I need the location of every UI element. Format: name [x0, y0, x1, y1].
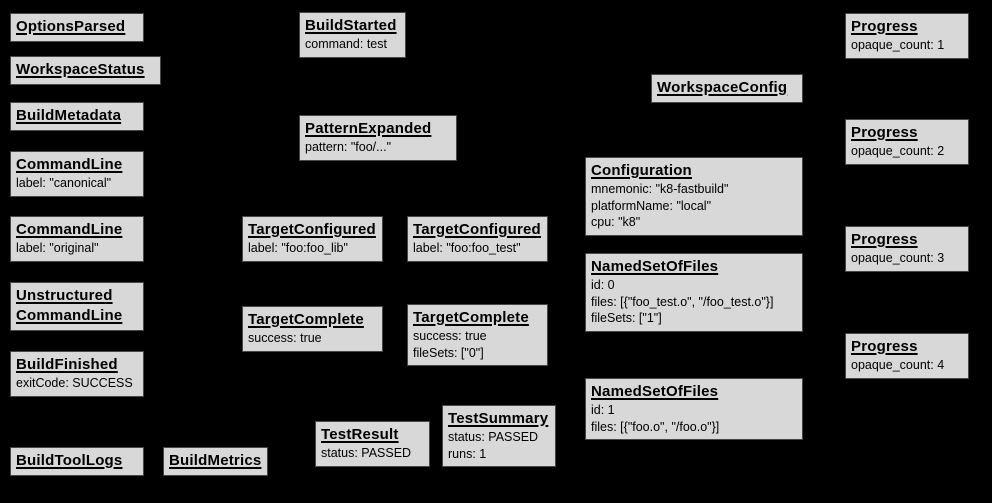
event-node-progress-24: Progress opaque_count: 4: [845, 333, 969, 379]
event-node-field: label: "foo:foo_lib": [248, 241, 348, 255]
event-node-title: BuildFinished: [16, 356, 118, 373]
event-node-title: NamedSetOfFiles: [591, 383, 719, 400]
event-node-configuration-18: Configuration mnemonic: "k8-fastbuild" pla…: [585, 157, 803, 236]
event-node-field: status: PASSED: [321, 446, 412, 460]
event-node-title: BuildStarted: [305, 17, 397, 34]
event-node-optionsparsed-0: OptionsParsed: [10, 13, 144, 42]
event-node-title: BuildMetadata: [16, 107, 122, 124]
event-node-title: BuildToolLogs: [16, 452, 123, 469]
event-node-title: Unstructured: [16, 287, 113, 304]
event-node-field: success: true: [413, 329, 487, 343]
event-node-title: Progress: [851, 338, 918, 355]
event-node-namedsetoffiles-19: NamedSetOfFiles id: 0 files: [{"foo_test.o…: [585, 253, 803, 332]
event-node-title: WorkspaceConfig: [657, 79, 788, 96]
event-node-workspacestatus-1: WorkspaceStatus: [10, 56, 161, 85]
event-node-field: files: [{"foo_test.o", "/foo_test.o"}]: [591, 294, 774, 309]
event-node-title: PatternExpanded: [305, 120, 432, 137]
event-node-title: TestResult: [321, 426, 399, 443]
event-node-field: pattern: "foo/...": [305, 140, 392, 154]
event-node-field: label: "canonical": [16, 176, 112, 190]
event-node-progress-22: Progress opaque_count: 2: [845, 119, 969, 165]
event-node-field: opaque_count: 2: [851, 144, 945, 158]
event-node-field: id: 0: [591, 278, 615, 292]
event-node-progress-23: Progress opaque_count: 3: [845, 226, 969, 272]
event-node-field: runs: 1: [448, 446, 487, 461]
event-node-title: Progress: [851, 231, 918, 248]
event-node-field: label: "foo:foo_test": [413, 241, 521, 255]
event-node-field: fileSets: ["1"]: [591, 311, 662, 325]
event-node-workspaceconfig-17: WorkspaceConfig: [651, 74, 803, 103]
event-node-title: CommandLine: [16, 307, 123, 324]
event-node-field: fileSets: ["0"]: [413, 345, 484, 360]
event-node-field: opaque_count: 4: [851, 358, 945, 372]
event-node-field: files: [{"foo.o", "/foo.o"}]: [591, 419, 720, 434]
event-node-patternexpanded-10: PatternExpanded pattern: "foo/...": [299, 115, 457, 161]
event-node-buildfinished-6: BuildFinished exitCode: SUCCESS: [10, 351, 144, 397]
event-node-field: platformName: "local": [591, 198, 712, 213]
event-node-title: TargetConfigured: [248, 221, 376, 238]
event-node-title: TestSummary: [448, 410, 549, 427]
event-node-targetcomplete-14: TargetComplete success: true fileSets: ["0…: [407, 304, 548, 366]
event-node-testsummary-16: TestSummary status: PASSED runs: 1: [442, 405, 556, 467]
event-node-title: Progress: [851, 18, 918, 35]
event-node-field: success: true: [248, 331, 322, 345]
event-node-title: OptionsParsed: [16, 18, 126, 35]
event-node-buildtoollogs-7: BuildToolLogs: [10, 447, 144, 476]
event-node-progress-21: Progress opaque_count: 1: [845, 13, 969, 59]
event-node-title: NamedSetOfFiles: [591, 258, 719, 275]
event-node-field: status: PASSED: [448, 430, 539, 444]
event-node-title: WorkspaceStatus: [16, 61, 145, 78]
event-node-title: TargetConfigured: [413, 221, 541, 238]
event-node-targetconfigured-12: TargetConfigured label: "foo:foo_test": [407, 216, 548, 262]
event-node-title: BuildMetrics: [169, 452, 262, 469]
event-node-namedsetoffiles-20: NamedSetOfFiles id: 1 files: [{"foo.o", "/…: [585, 378, 803, 440]
event-node-title: Configuration: [591, 162, 692, 179]
event-node-field: label: "original": [16, 241, 99, 255]
event-node-testresult-15: TestResult status: PASSED: [315, 421, 430, 467]
event-node-targetconfigured-11: TargetConfigured label: "foo:foo_lib": [242, 216, 383, 262]
event-node-commandline-4: CommandLine label: "original": [10, 216, 144, 262]
event-node-field: mnemonic: "k8-fastbuild": [591, 182, 729, 196]
event-node-field: command: test: [305, 37, 387, 51]
event-node-buildmetadata-2: BuildMetadata: [10, 102, 144, 131]
event-node-field: id: 1: [591, 403, 615, 417]
event-node-title: CommandLine: [16, 221, 123, 238]
event-node-commandline-3: CommandLine label: "canonical": [10, 151, 144, 197]
event-node-targetcomplete-13: TargetComplete success: true: [242, 306, 383, 352]
event-node-title: CommandLine: [16, 156, 123, 173]
event-node-field: cpu: "k8": [591, 215, 641, 229]
event-node-field: opaque_count: 3: [851, 251, 945, 265]
event-node-buildstarted-9: BuildStarted command: test: [299, 12, 406, 58]
event-node-buildmetrics-8: BuildMetrics: [163, 447, 268, 476]
event-node-field: opaque_count: 1: [851, 38, 945, 52]
event-node-title: TargetComplete: [248, 311, 364, 328]
event-node-title: Progress: [851, 124, 918, 141]
event-node-title: TargetComplete: [413, 309, 529, 326]
event-node-field: exitCode: SUCCESS: [16, 376, 133, 390]
